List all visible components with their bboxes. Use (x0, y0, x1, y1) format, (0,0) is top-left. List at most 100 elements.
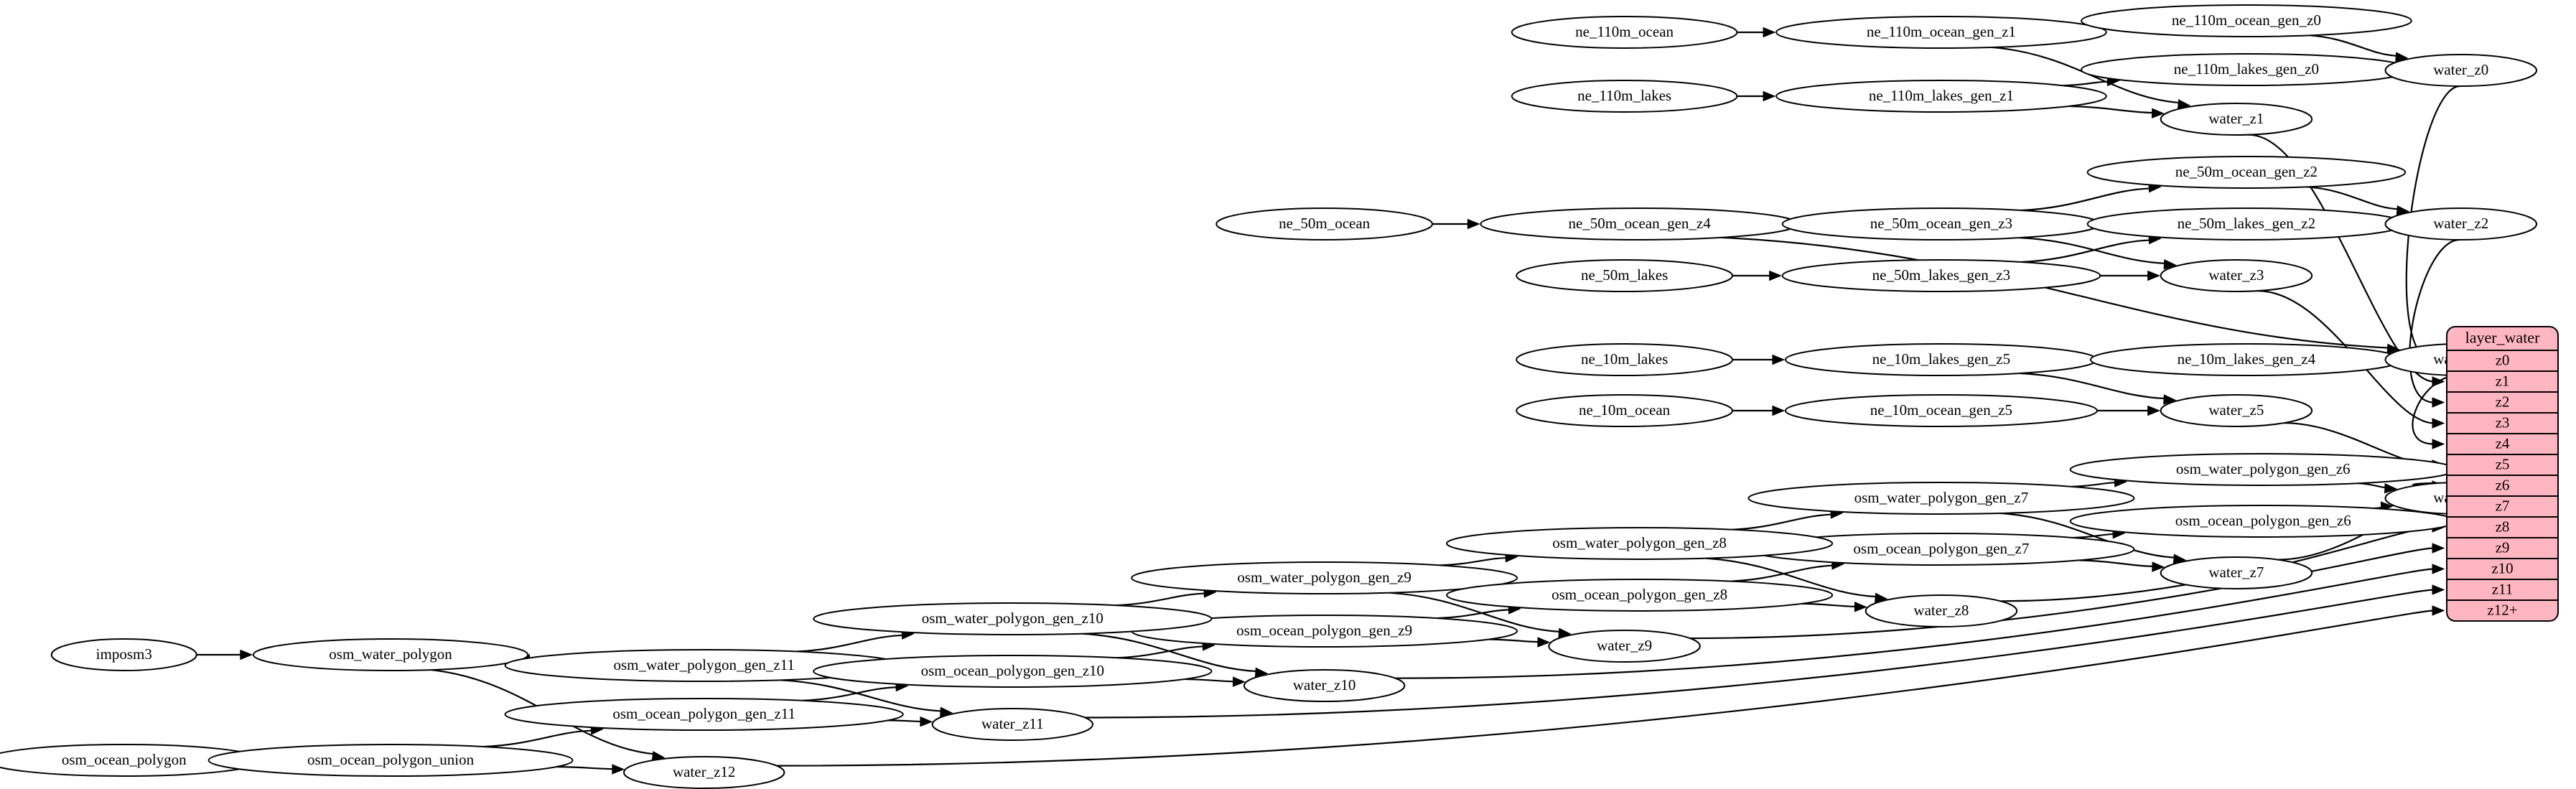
node-water_z2[interactable]: water_z2 (2384, 207, 2538, 241)
edge-osm_water_polygon_gen_z11-to-water_z11 (780, 679, 943, 712)
node-label: osm_water_polygon_gen_z11 (614, 656, 795, 673)
node-water_z12[interactable]: water_z12 (622, 756, 785, 789)
node-osm_ocean_polygon_gen_z8[interactable]: osm_ocean_polygon_gen_z8 (1446, 579, 1834, 612)
layer-water-table[interactable]: layer_waterz0z1z2z3z4z5z6z7z8z9z10z11z12… (2446, 326, 2559, 622)
layer-water-row-z3[interactable]: z3 (2496, 414, 2510, 431)
node-osm_ocean_polygon_gen_z11[interactable]: osm_ocean_polygon_gen_z11 (504, 698, 904, 731)
node-osm_water_polygon_gen_z7[interactable]: osm_water_polygon_gen_z7 (1747, 482, 2135, 515)
node-ne_110m_lakes_gen_z0[interactable]: ne_110m_lakes_gen_z0 (2081, 53, 2412, 86)
node-ne_50m_ocean_gen_z4[interactable]: ne_50m_ocean_gen_z4 (1480, 207, 1799, 241)
node-ne_10m_ocean[interactable]: ne_10m_ocean (1516, 394, 1733, 427)
edge-water_z11-to-layer-water-z11 (1085, 589, 2435, 719)
node-water_z1[interactable]: water_z1 (2160, 103, 2313, 136)
node-ne_10m_lakes[interactable]: ne_10m_lakes (1516, 343, 1733, 376)
layer-water-row-z11[interactable]: z11 (2492, 580, 2514, 597)
node-osm_water_polygon_gen_z6[interactable]: osm_water_polygon_gen_z6 (2069, 453, 2457, 486)
layer-water-row-z10[interactable]: z10 (2491, 559, 2513, 576)
node-osm_water_polygon_gen_z10[interactable]: osm_water_polygon_gen_z10 (813, 602, 1213, 635)
node-label: ne_50m_ocean_gen_z4 (1568, 215, 1711, 232)
node-osm_ocean_polygon[interactable]: osm_ocean_polygon (0, 744, 264, 777)
node-shape (1511, 80, 1738, 113)
edge-arrowhead (2152, 561, 2165, 572)
edge-ne_110m_lakes_gen_z1-to-ne_110m_lakes_gen_z0 (2063, 80, 2110, 87)
node-ne_110m_lakes_gen_z1[interactable]: ne_110m_lakes_gen_z1 (1775, 80, 2107, 113)
node-label: ne_50m_lakes (1581, 266, 1668, 284)
node-water_z0[interactable]: water_z0 (2384, 54, 2538, 87)
node-shape (622, 756, 785, 789)
node-label: water_z9 (1597, 637, 1652, 654)
edge-water_z9-to-layer-water-z9 (1689, 547, 2435, 640)
node-ne_10m_lakes_gen_z5[interactable]: ne_10m_lakes_gen_z5 (1784, 343, 2098, 376)
layer-water-row-z0[interactable]: z0 (2496, 351, 2510, 368)
edge-arrowhead (2384, 482, 2398, 494)
layer-water-row-z8[interactable]: z8 (2496, 518, 2510, 535)
node-ne_10m_ocean_gen_z5[interactable]: ne_10m_ocean_gen_z5 (1784, 394, 2098, 427)
node-ne_50m_ocean_gen_z2[interactable]: ne_50m_ocean_gen_z2 (2086, 156, 2407, 189)
node-shape (1775, 80, 2107, 113)
node-ne_50m_lakes_gen_z3[interactable]: ne_50m_lakes_gen_z3 (1781, 259, 2101, 292)
node-osm_water_polygon_gen_z11[interactable]: osm_water_polygon_gen_z11 (504, 649, 904, 682)
layer-water-row-z6[interactable]: z6 (2496, 476, 2510, 493)
node-label: water_z0 (2433, 61, 2488, 78)
edge-osm_water_polygon_gen_z11-to-osm_water_polygon_gen_z10 (796, 634, 905, 653)
node-ne_110m_ocean[interactable]: ne_110m_ocean (1511, 16, 1738, 49)
edge-arrowhead (1763, 90, 1776, 102)
layer-water-box[interactable] (2446, 326, 2559, 622)
node-osm_water_polygon_gen_z9[interactable]: osm_water_polygon_gen_z9 (1131, 561, 1518, 594)
layer-water-row-z4[interactable]: z4 (2496, 434, 2510, 452)
node-label: ne_10m_ocean (1579, 401, 1671, 419)
node-shape (931, 708, 1094, 741)
layer-water-row-z2[interactable]: z2 (2496, 393, 2510, 410)
edge-water_z12-to-layer-water-z12+ (776, 610, 2435, 767)
node-osm_ocean_polygon_gen_z6[interactable]: osm_ocean_polygon_gen_z6 (2069, 505, 2457, 538)
node-label: osm_ocean_polygon (62, 751, 187, 768)
node-water_z11[interactable]: water_z11 (931, 708, 1094, 741)
edge-arrowhead (1772, 354, 1786, 365)
layer-water-row-z12+[interactable]: z12+ (2487, 601, 2517, 618)
node-ne_50m_ocean[interactable]: ne_50m_ocean (1215, 207, 1434, 241)
node-shape (1747, 482, 2135, 515)
node-shape (1781, 259, 2101, 292)
edge-arrowhead (2163, 394, 2177, 405)
layer-water-row-z7[interactable]: z7 (2496, 497, 2510, 514)
node-water_z3[interactable]: water_z3 (2160, 259, 2313, 292)
layer-water-row-z9[interactable]: z9 (2496, 538, 2510, 556)
node-label: ne_10m_lakes_gen_z5 (1872, 350, 2010, 368)
edge-arrowhead (2432, 543, 2445, 554)
node-osm_ocean_polygon_union[interactable]: osm_ocean_polygon_union (207, 744, 574, 777)
node-water_z9[interactable]: water_z9 (1548, 630, 1701, 663)
node-shape (813, 655, 1213, 688)
node-imposm3[interactable]: imposm3 (50, 638, 197, 671)
node-ne_50m_lakes[interactable]: ne_50m_lakes (1516, 259, 1733, 292)
node-ne_110m_lakes[interactable]: ne_110m_lakes (1511, 80, 1738, 113)
edge-osm_water_polygon_gen_z8-to-osm_water_polygon_gen_z7 (1732, 513, 1834, 531)
node-ne_110m_ocean_gen_z1[interactable]: ne_110m_ocean_gen_z1 (1775, 16, 2107, 49)
node-label: osm_ocean_polygon_gen_z6 (2175, 512, 2351, 529)
node-water_z8[interactable]: water_z8 (1865, 594, 2018, 627)
node-osm_ocean_polygon_gen_z10[interactable]: osm_ocean_polygon_gen_z10 (813, 655, 1213, 688)
node-label: osm_water_polygon_gen_z10 (922, 610, 1103, 627)
node-label: water_z11 (981, 715, 1044, 732)
node-shape (504, 698, 904, 731)
layer-water-row-z5[interactable]: z5 (2496, 455, 2510, 472)
node-osm_ocean_polygon_gen_z9[interactable]: osm_ocean_polygon_gen_z9 (1131, 615, 1518, 648)
edge-arrowhead (612, 764, 625, 775)
node-label: water_z12 (673, 763, 735, 780)
node-ne_10m_lakes_gen_z4[interactable]: ne_10m_lakes_gen_z4 (2089, 343, 2403, 376)
node-water_z10[interactable]: water_z10 (1243, 669, 1406, 702)
layer-water-row-z1[interactable]: z1 (2496, 372, 2510, 389)
edge-ne_50m_ocean_gen_z3-to-ne_50m_ocean_gen_z2 (2021, 187, 2152, 212)
node-ne_50m_lakes_gen_z2[interactable]: ne_50m_lakes_gen_z2 (2086, 207, 2407, 241)
edge-arrowhead (920, 716, 933, 727)
node-label: osm_water_polygon_gen_z8 (1552, 534, 1727, 551)
node-osm_water_polygon[interactable]: osm_water_polygon (252, 638, 529, 671)
node-shape (813, 602, 1213, 635)
node-osm_water_polygon_gen_z8[interactable]: osm_water_polygon_gen_z8 (1446, 527, 1834, 560)
node-water_z7[interactable]: water_z7 (2160, 556, 2313, 589)
node-label: ne_50m_ocean (1279, 215, 1371, 232)
node-ne_50m_ocean_gen_z3[interactable]: ne_50m_ocean_gen_z3 (1781, 207, 2101, 241)
node-ne_110m_ocean_gen_z0[interactable]: ne_110m_ocean_gen_z0 (2081, 4, 2412, 37)
node-label: ne_50m_ocean_gen_z2 (2175, 163, 2318, 180)
node-water_z5[interactable]: water_z5 (2160, 394, 2313, 427)
edge-arrowhead (2386, 343, 2400, 355)
